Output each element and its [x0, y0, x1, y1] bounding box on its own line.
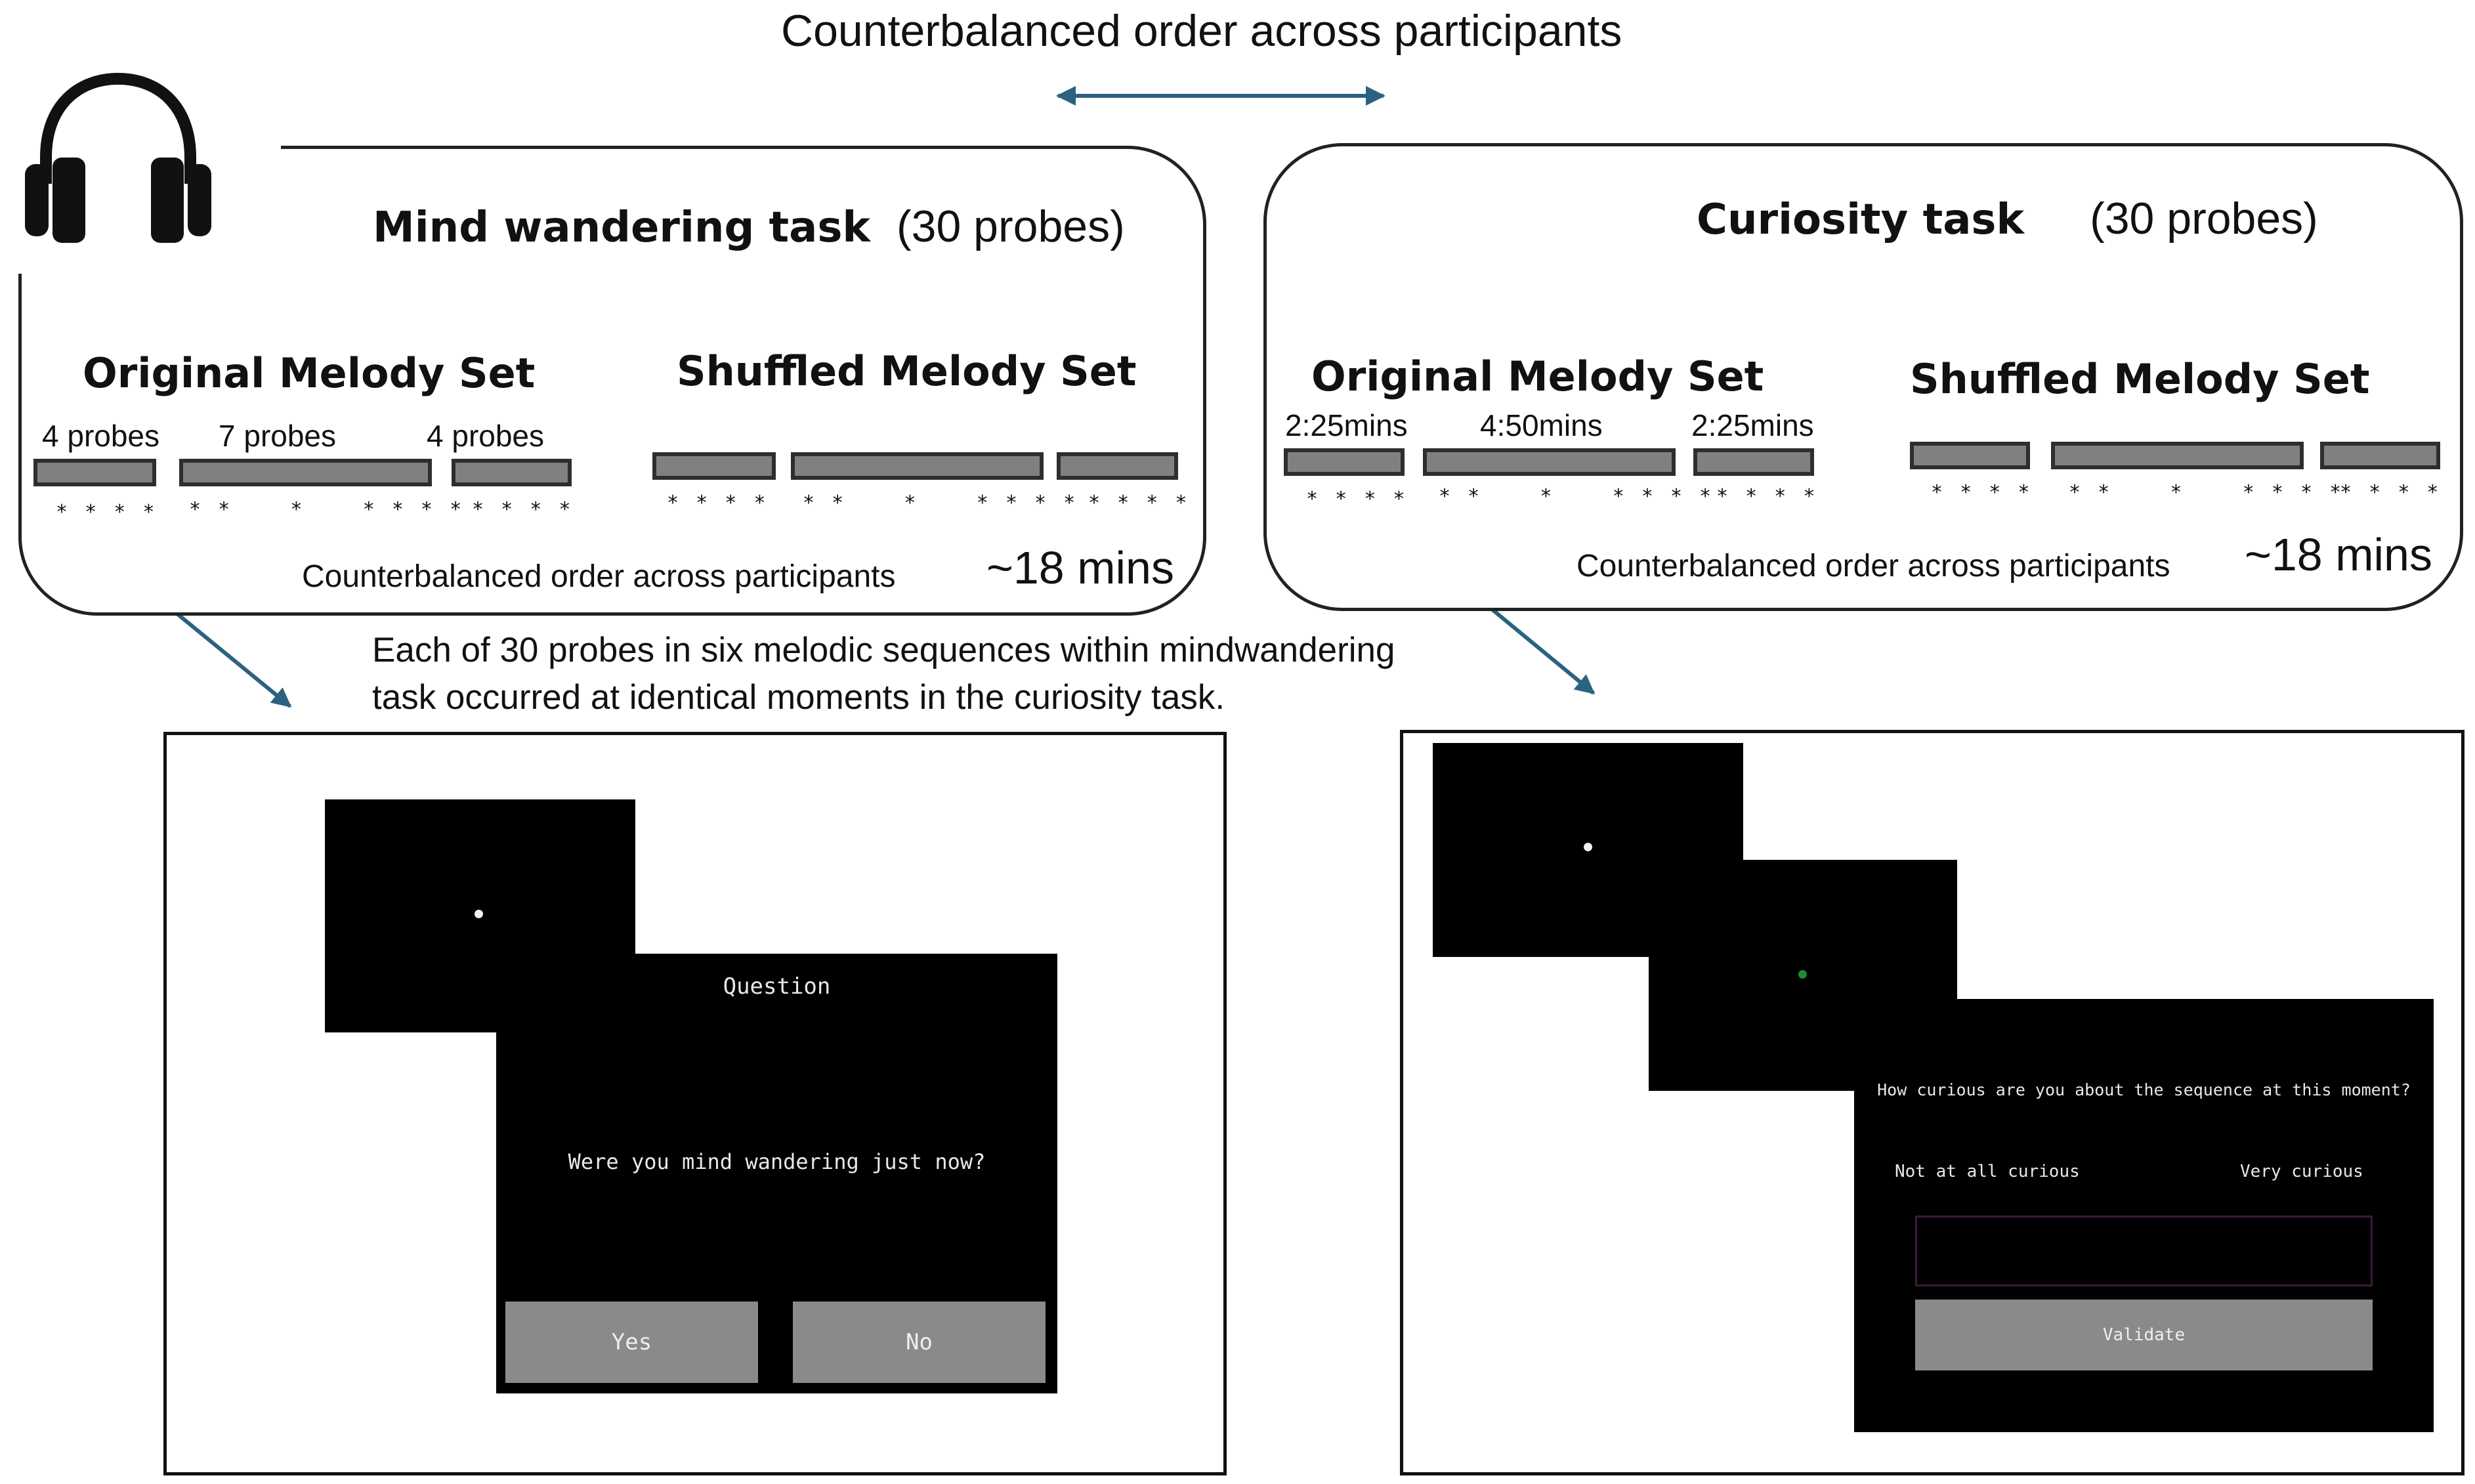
mw-counterbalance-label: Counterbalanced order across participant…	[302, 559, 896, 594]
scale-low-anchor: Not at all curious	[1895, 1162, 2080, 1181]
cur-counterbalance-label: Counterbalanced order across participant…	[1576, 549, 2170, 583]
mw-segment-bar	[652, 452, 776, 480]
mw-segment-bar	[33, 459, 156, 486]
no-button[interactable]: No	[793, 1302, 1046, 1383]
rating-slider[interactable]	[1915, 1216, 2373, 1286]
cur-segment-bar	[1284, 448, 1405, 476]
cur-shuffled-set-title: Shuffled Melody Set	[1910, 355, 2370, 403]
mw-duration: ~18 mins	[986, 542, 1174, 593]
cur-segment-bar	[1693, 448, 1814, 476]
cur-rating-screen: How curious are you about the sequence a…	[1854, 999, 2434, 1432]
probe-stars: * * * *	[56, 501, 158, 524]
cur-task-title: Curiosity task (30 probes)	[1697, 194, 2318, 244]
probe-stars: * * * *	[1716, 485, 1818, 508]
cur-segment-bar	[1423, 448, 1676, 476]
mw-question-screen: Question Were you mind wandering just no…	[496, 954, 1057, 1393]
probe-timing-note: Each of 30 probes in six melodic sequenc…	[372, 627, 1395, 721]
probe-stars: * * * *	[1088, 492, 1190, 515]
question-title: Question	[723, 973, 831, 1000]
probe-stars: * * * *	[667, 492, 769, 515]
mw-seg-label: 4 probes	[427, 419, 545, 453]
cur-segment-bar	[2320, 442, 2440, 469]
note-line-1: Each of 30 probes in six melodic sequenc…	[372, 631, 1395, 669]
mw-segment-bar	[179, 459, 432, 486]
probe-stars: * * * *	[472, 498, 574, 521]
curiosity-question: How curious are you about the sequence a…	[1877, 1080, 2411, 1099]
validate-button[interactable]: Validate	[1915, 1300, 2373, 1370]
mw-segment-bar	[791, 452, 1044, 480]
mw-seg-label: 7 probes	[219, 419, 337, 453]
probe-stars: * * * * * * *	[803, 492, 1078, 515]
mw-segment-bar	[1057, 452, 1178, 480]
cur-segment-bar	[1910, 442, 2030, 469]
yes-button[interactable]: Yes	[505, 1302, 758, 1383]
scale-high-anchor: Very curious	[2240, 1162, 2363, 1181]
top-counterbalance-label: Counterbalanced order across participant…	[781, 6, 1622, 56]
cur-seg-label: 4:50mins	[1480, 408, 1603, 442]
fixation-dot	[1584, 843, 1592, 851]
mw-original-set-title: Original Melody Set	[83, 349, 536, 397]
probe-stars: * * * * * * *	[189, 498, 465, 521]
mw-shuffled-set-title: Shuffled Melody Set	[677, 347, 1137, 395]
cur-segment-bar	[2051, 442, 2304, 469]
probe-stars: * * * *	[2340, 481, 2442, 504]
fixation-dot	[475, 910, 483, 918]
probe-stars: * * * * * * *	[2069, 481, 2344, 504]
probe-stars: * * * *	[1931, 481, 2033, 504]
cur-seg-label: 2:25mins	[1691, 408, 1814, 442]
mw-task-panel: Mind wandering task (30 probes) Original…	[15, 142, 1206, 616]
mw-segment-bar	[452, 459, 572, 486]
cur-seg-label: 2:25mins	[1285, 408, 1408, 442]
probe-stars: * * * *	[1306, 488, 1408, 511]
headphones-icon	[20, 66, 217, 249]
mw-task-title: Mind wandering task (30 probes)	[373, 201, 1125, 252]
question-text: Were you mind wandering just now?	[568, 1149, 986, 1174]
cur-original-set-title: Original Melody Set	[1311, 352, 1764, 400]
cur-task-panel: Curiosity task (30 probes) Original Melo…	[1263, 143, 2463, 611]
cur-duration: ~18 mins	[2245, 529, 2432, 580]
mw-seg-label: 4 probes	[42, 419, 160, 453]
note-line-2: task occurred at identical moments in th…	[372, 678, 1225, 717]
fixation-dot-green	[1798, 970, 1807, 979]
probe-stars: * * * * * * *	[1439, 485, 1714, 508]
